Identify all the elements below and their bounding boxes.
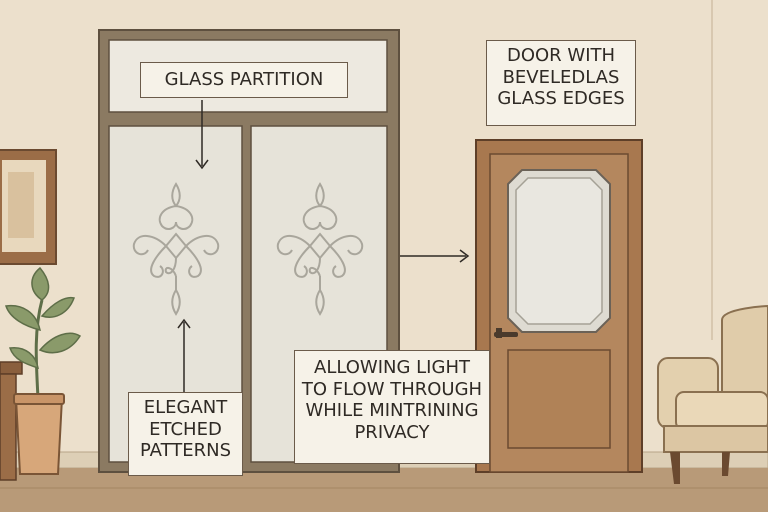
label-line: DOOR WITH xyxy=(506,45,616,66)
door-beveled-glass-label: DOOR WITH BEVELEDLAS GLASS EDGES xyxy=(486,40,636,126)
label-line: TO FLOW THROUGH xyxy=(301,378,483,400)
label-line: PATTERNS xyxy=(139,440,232,462)
plant-icon xyxy=(4,266,82,475)
floor xyxy=(0,468,768,512)
arrow-icon xyxy=(400,249,470,263)
arrow-icon xyxy=(195,100,209,170)
armchair-icon xyxy=(657,304,768,484)
label-line: BEVELEDLAS xyxy=(502,66,620,88)
label-line: WHILE MINTRINING xyxy=(305,400,479,422)
etched-patterns-label: ELEGANT ETCHED PATTERNS xyxy=(128,392,243,476)
label-line: ETCHED xyxy=(149,418,222,440)
door-panel xyxy=(507,349,611,449)
door xyxy=(475,139,643,473)
glass-partition-label: GLASS PARTITION xyxy=(140,62,348,98)
label-line: PRIVACY xyxy=(354,421,430,443)
arrow-icon xyxy=(177,318,191,392)
label-line: ALLOWING LIGHT xyxy=(314,357,470,378)
label-line: ELEGANT xyxy=(143,397,228,418)
picture-frame-icon xyxy=(0,149,57,265)
allowing-light-label: ALLOWING LIGHT TO FLOW THROUGH WHILE MIN… xyxy=(294,350,490,464)
label-line: GLASS EDGES xyxy=(497,88,625,110)
side-table xyxy=(0,361,23,481)
